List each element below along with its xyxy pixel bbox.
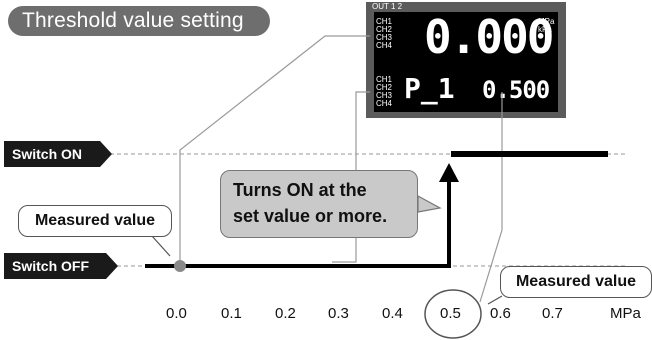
channel-label-top-3: CH3 [376, 33, 393, 42]
channel-label-top-4: CH4 [376, 41, 393, 50]
channel-label-bottom-1: CH1 [376, 75, 393, 84]
pointer-line-setting [479, 92, 503, 303]
switch-state-line [145, 178, 451, 268]
measured-value-right-tail [487, 295, 503, 305]
axis-tick-0: 0.0 [166, 305, 187, 322]
unit-label-mpa: MPa [538, 17, 555, 26]
axis-unit-label: MPa [610, 305, 641, 322]
measured-value-left-tail [151, 235, 171, 257]
unit-label-kpa: kPa [538, 25, 552, 34]
channel-label-bottom-2: CH2 [376, 83, 393, 92]
rise-arrowhead [439, 163, 459, 182]
main-reading: 0.000 [424, 10, 554, 64]
switch-off-tag: Switch OFF [4, 253, 118, 279]
bubble-tail [417, 194, 442, 213]
out-indicator-label: OUT 1 2 [372, 2, 403, 11]
turn-on-callout: Turns ON at the set value or more. [220, 170, 418, 238]
measured-value-label-right: Measured value [500, 266, 652, 298]
axis-tick-5: 0.5 [440, 305, 461, 322]
channel-label-bottom-3: CH3 [376, 91, 393, 100]
callout-line-2: set value or more. [233, 206, 388, 226]
measured-value-label-left: Measured value [18, 205, 172, 237]
callout-line-1: Turns ON at the [233, 180, 367, 200]
setting-value-reading: 0.500 [482, 76, 550, 104]
pressure-display-panel: OUT 1 2 CH1 CH2 CH3 CH4 0.000 MPa kPa CH… [366, 2, 566, 118]
channel-label-bottom-4: CH4 [376, 99, 393, 108]
lcd-screen: CH1 CH2 CH3 CH4 0.000 MPa kPa CH1 CH2 CH… [374, 10, 558, 112]
setting-channel-reading: P_1 [404, 72, 455, 105]
diagram-title: Threshold value setting [8, 6, 270, 36]
axis-tick-7: 0.7 [542, 305, 563, 322]
channel-label-top-2: CH2 [376, 25, 393, 34]
pointer-line-main [179, 35, 370, 264]
measured-value-point [174, 260, 186, 272]
axis-tick-2: 0.2 [275, 305, 296, 322]
switch-on-tag: Switch ON [4, 141, 112, 167]
channel-label-top-1: CH1 [376, 17, 393, 26]
highlight-circle [424, 289, 482, 339]
axis-tick-1: 0.1 [221, 305, 242, 322]
axis-tick-3: 0.3 [328, 305, 349, 322]
axis-tick-4: 0.4 [382, 305, 403, 322]
axis-tick-6: 0.6 [490, 305, 511, 322]
